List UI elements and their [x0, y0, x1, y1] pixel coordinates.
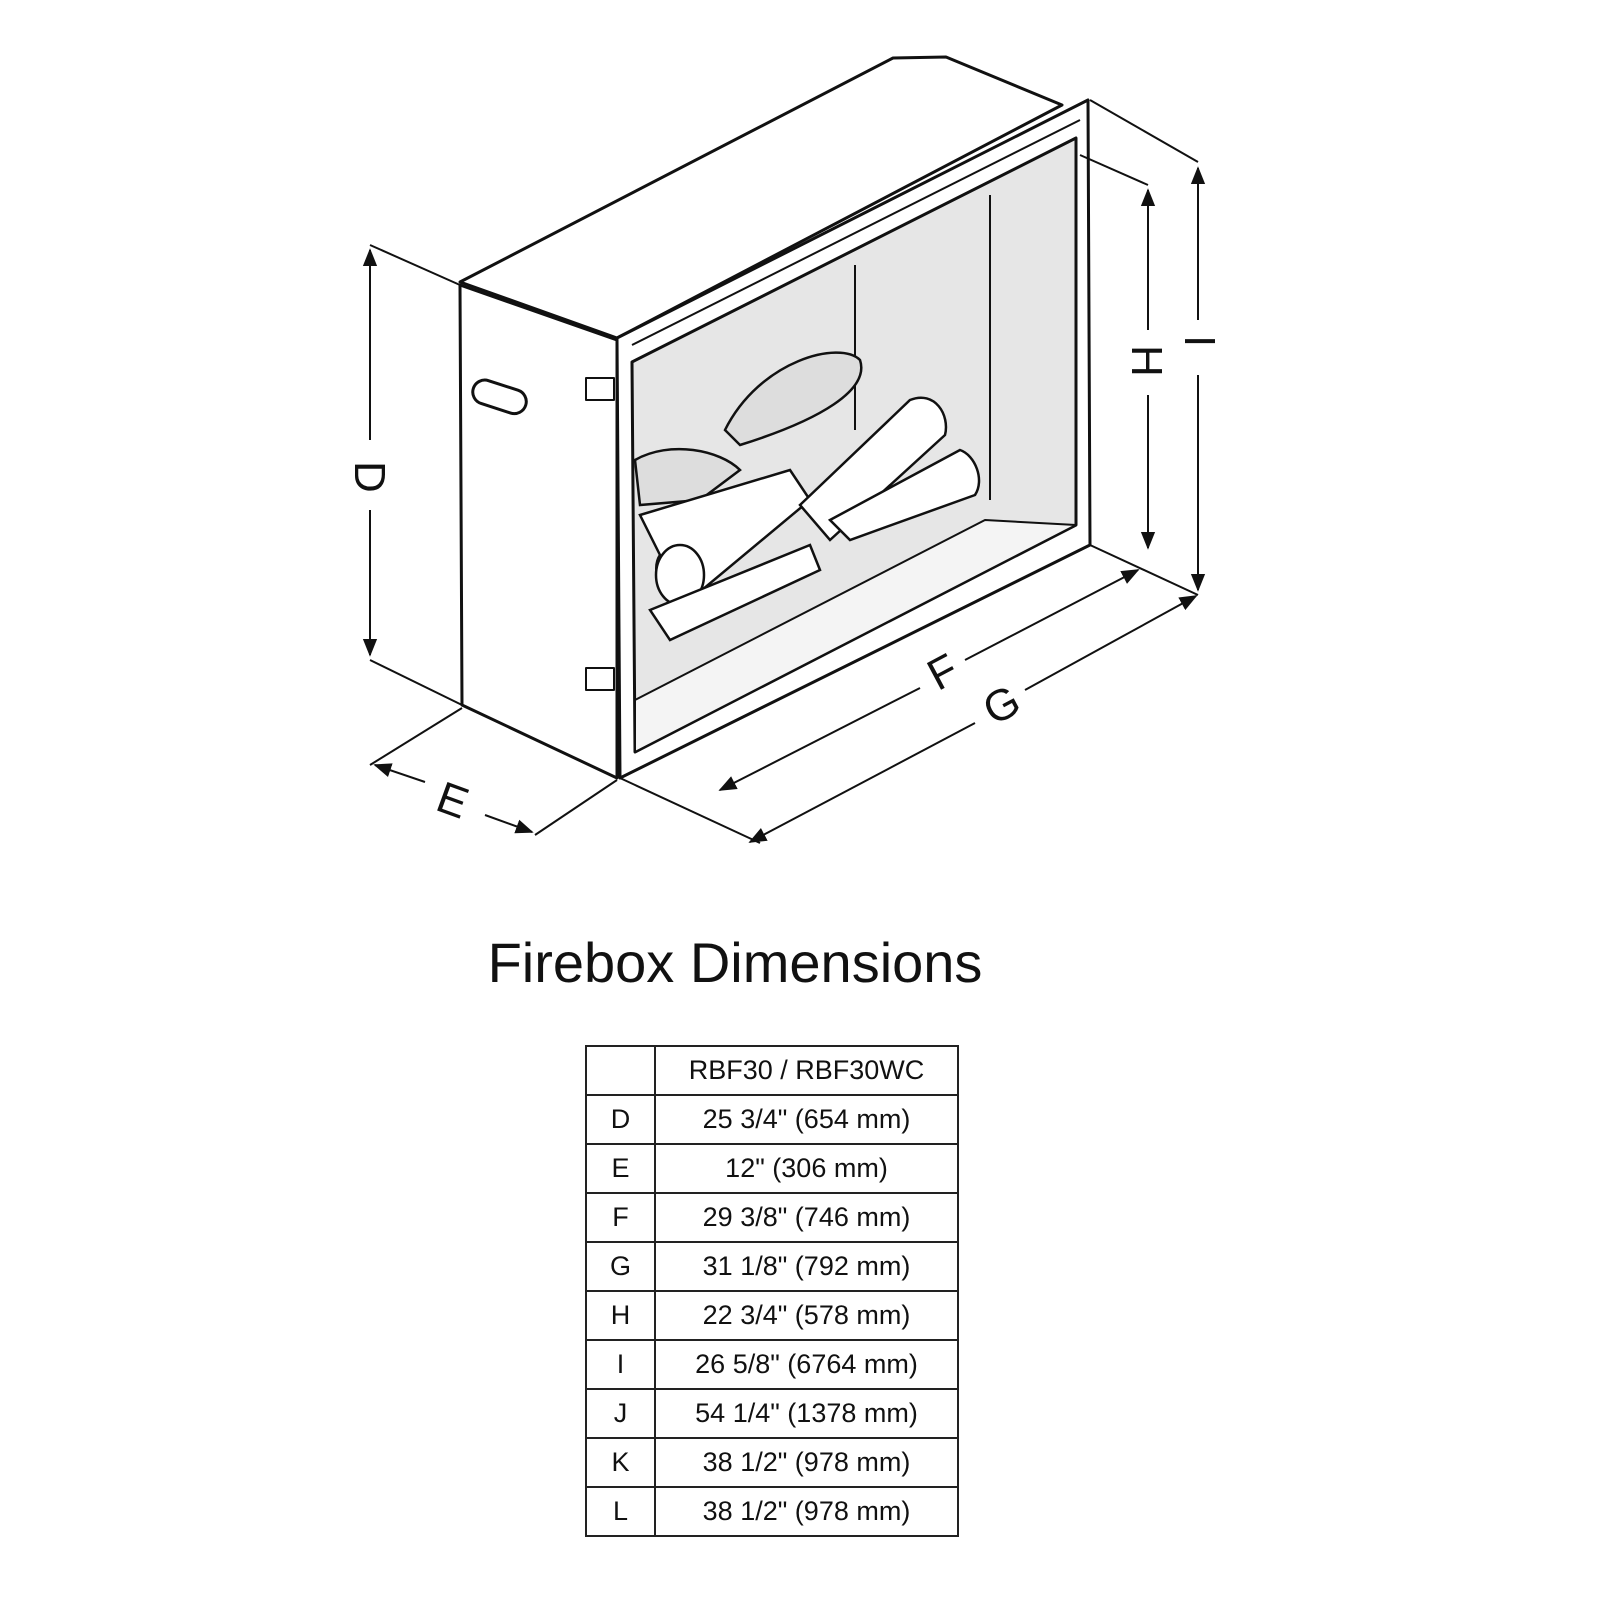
row-key: K — [585, 1437, 656, 1488]
dim-label-h: H — [1122, 345, 1171, 377]
dim-label-g: G — [975, 676, 1028, 735]
row-key: E — [585, 1143, 656, 1194]
row-value: 29 3/8" (746 mm) — [654, 1192, 959, 1243]
logs — [633, 351, 981, 642]
row-value: 54 1/4" (1378 mm) — [654, 1388, 959, 1439]
row-value: 12" (306 mm) — [654, 1143, 959, 1194]
side-panel — [458, 283, 619, 780]
row-value: 22 3/4" (578 mm) — [654, 1290, 959, 1341]
row-key: D — [585, 1094, 656, 1145]
row-key: H — [585, 1290, 656, 1341]
row-value: 26 5/8" (6764 mm) — [654, 1339, 959, 1390]
top-panel — [458, 55, 1064, 340]
header-cell-key — [585, 1045, 656, 1096]
page-title: Firebox Dimensions — [487, 931, 983, 994]
table-header-row: RBF30 / RBF30WC — [585, 1045, 959, 1096]
bracket-bottom — [585, 667, 615, 691]
firebox-floor — [634, 519, 1077, 753]
row-value: 38 1/2" (978 mm) — [654, 1437, 959, 1488]
row-value: 38 1/2" (978 mm) — [654, 1486, 959, 1537]
bracket-top — [585, 377, 615, 401]
handle-slot — [471, 378, 528, 416]
row-key: L — [585, 1486, 656, 1537]
row-key: G — [585, 1241, 656, 1292]
dim-label-d: D — [345, 461, 394, 493]
row-value: 25 3/4" (654 mm) — [654, 1094, 959, 1145]
row-key: J — [585, 1388, 656, 1439]
firebox-diagram: D E F G H I — [345, 55, 1224, 844]
header-cell-model: RBF30 / RBF30WC — [654, 1045, 959, 1096]
row-key: F — [585, 1192, 656, 1243]
dim-label-i: I — [1175, 335, 1224, 347]
row-key: I — [585, 1339, 656, 1390]
dimension-lines — [362, 99, 1206, 844]
row-value: 31 1/8" (792 mm) — [654, 1241, 959, 1292]
dim-label-f: F — [920, 644, 967, 700]
dim-label-e: E — [430, 773, 474, 829]
